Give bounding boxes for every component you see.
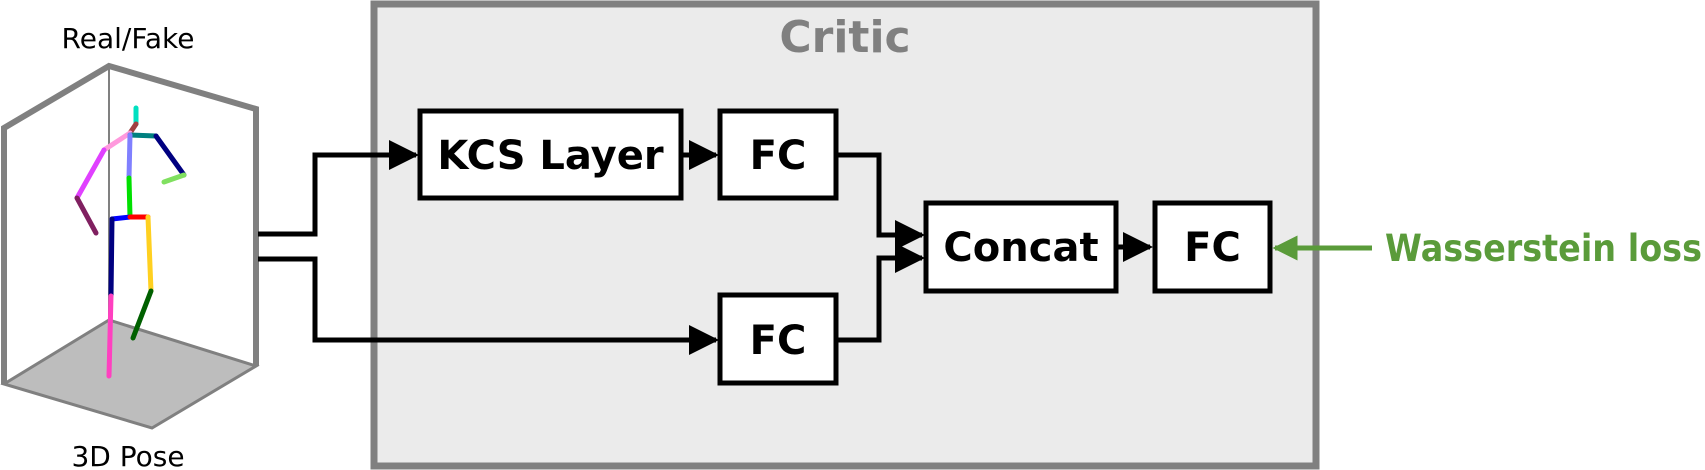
skeleton-left-shin bbox=[106, 293, 114, 379]
skeleton-right-lower-arm bbox=[161, 172, 187, 185]
arrow-fc-bottom-to-concat bbox=[836, 243, 925, 343]
skeleton-left-hand bbox=[74, 195, 99, 236]
critic-title: Critic bbox=[779, 12, 910, 63]
skeleton-left-lower-arm bbox=[74, 147, 107, 201]
fc-top-label: FC bbox=[750, 133, 807, 179]
skeleton-left-upper-arm bbox=[101, 130, 133, 153]
skeleton-right-shin bbox=[130, 288, 154, 341]
fc-top-block: FC bbox=[717, 108, 839, 201]
concat-label: Concat bbox=[943, 225, 1098, 271]
pose-skeleton bbox=[74, 105, 187, 379]
concat-block: Concat bbox=[923, 200, 1119, 294]
skeleton-left-thigh bbox=[108, 216, 115, 299]
skeleton-hip-left bbox=[109, 214, 133, 222]
fc-output-block: FC bbox=[1152, 200, 1273, 294]
skeleton-right-upper-arm bbox=[153, 133, 187, 178]
wasserstein-loss-label: Wasserstein loss bbox=[1385, 227, 1702, 270]
3d-pose-label: 3D Pose bbox=[71, 440, 184, 470]
skeleton-right-shoulder bbox=[127, 132, 159, 139]
connectors bbox=[258, 140, 1153, 355]
pose-panel: Real/Fake 3D Pose bbox=[0, 22, 260, 470]
skeleton-right-thigh bbox=[145, 214, 154, 294]
kcs-layer-block: KCS Layer bbox=[417, 108, 684, 201]
skeleton-lower-spine bbox=[126, 175, 133, 220]
fc-bottom-block: FC bbox=[717, 292, 839, 386]
skeleton-upper-spine bbox=[126, 132, 133, 181]
fc-bottom-label: FC bbox=[750, 318, 807, 364]
pose-box-frame bbox=[1, 62, 259, 384]
kcs-layer-label: KCS Layer bbox=[437, 133, 663, 179]
arrow-fc-top-to-concat bbox=[836, 152, 925, 250]
pose-floor bbox=[0, 318, 260, 430]
real-fake-label: Real/Fake bbox=[62, 22, 195, 55]
arrow-pose-to-fc-bottom bbox=[258, 256, 719, 355]
arrow-pose-to-kcs bbox=[258, 140, 419, 237]
fc-output-label: FC bbox=[1184, 225, 1241, 271]
